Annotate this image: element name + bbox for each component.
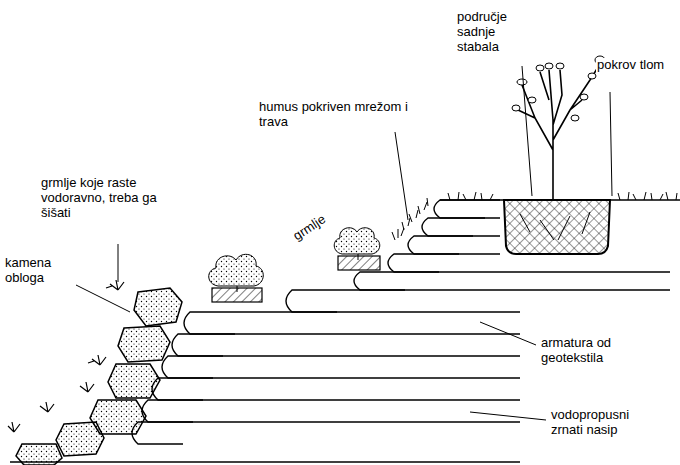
stone-facing <box>16 288 182 465</box>
planting-area-label: područje sadnje stabala <box>456 10 538 55</box>
base-line <box>10 461 520 462</box>
fill-label: vodopropusni zrnati nasip <box>550 408 662 438</box>
geotextile-layer <box>286 290 670 312</box>
tree <box>518 64 600 200</box>
geotextile-layer <box>184 312 520 334</box>
geotextile-layer <box>408 236 500 254</box>
geotextile-layer <box>434 200 500 218</box>
geotextile-layer <box>172 334 520 356</box>
humus-label: humus pokriven mrežom i trava <box>258 100 410 130</box>
geotextile-layer <box>388 254 500 272</box>
geotextile-layer <box>152 378 520 400</box>
shrub-label: grmlje <box>290 212 330 245</box>
geotextile-layer <box>142 400 520 422</box>
geotextile-layer <box>132 422 520 444</box>
stone-facing-label: kamena obloga <box>4 256 76 286</box>
geotextile-label: armatura od geotekstila <box>540 336 662 366</box>
shrub-note-label: grmlje koje raste vodoravno, treba ga ši… <box>40 176 182 221</box>
geotextile-layer <box>354 272 670 290</box>
ground-cover-label: pokrov tlom <box>596 58 668 73</box>
geotextile-layer <box>162 356 520 378</box>
leader-line <box>76 66 612 420</box>
geotextile-layer <box>422 218 500 236</box>
